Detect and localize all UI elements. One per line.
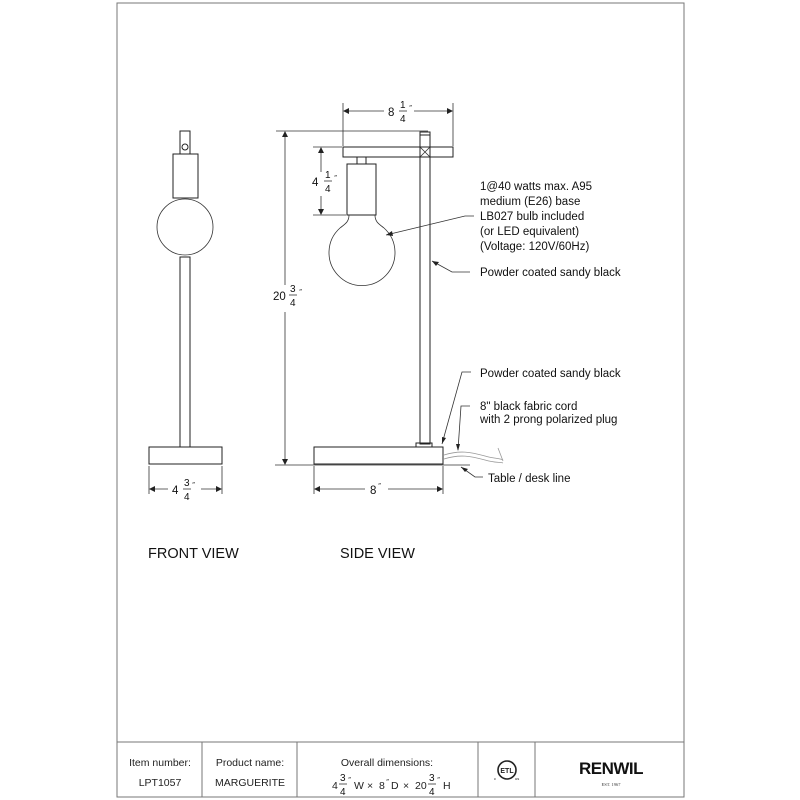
side-socket-neck <box>356 156 367 165</box>
svg-text:3: 3 <box>340 773 346 784</box>
svg-text:4: 4 <box>429 787 435 798</box>
side-view-drawing: 8 1 4 ″ 20 3 4 ″ 4 1 4 ″ <box>273 100 504 497</box>
svg-text:″: ″ <box>192 482 195 489</box>
cord-note-2: with 2 prong polarized plug <box>479 414 617 426</box>
bulb-note-3: LB027 bulb included <box>480 211 584 223</box>
front-width-num: 3 <box>184 478 190 489</box>
brand-name: RENWIL <box>579 759 643 778</box>
base-depth: 8 <box>370 485 376 497</box>
svg-text:3: 3 <box>429 773 435 784</box>
svg-text:″: ″ <box>378 483 381 490</box>
page-border <box>116 2 685 798</box>
table-line-note: Table / desk line <box>488 473 570 485</box>
base-finish-note: Powder coated sandy black <box>480 368 621 380</box>
svg-text:20: 20 <box>415 780 427 792</box>
arm-width-num: 1 <box>400 100 406 111</box>
front-base <box>148 446 223 465</box>
arm-width-den: 4 <box>400 114 406 125</box>
svg-text:″: ″ <box>409 105 412 112</box>
overall-dimensions-label: Overall dimensions: <box>341 757 433 769</box>
svg-text:us: us <box>515 776 519 781</box>
front-socket <box>172 153 199 199</box>
svg-text:″: ″ <box>299 289 302 296</box>
bulb-note-5: (Voltage: 120V/60Hz) <box>480 241 589 253</box>
svg-text:″: ″ <box>334 175 337 182</box>
svg-text:4: 4 <box>340 787 346 798</box>
etl-certification-logo: ETL c us <box>494 760 519 781</box>
item-number-value: LPT1057 <box>139 777 182 789</box>
title-block: Item number: LPT1057 Product name: MARGU… <box>117 741 684 798</box>
svg-text:×: × <box>403 780 409 792</box>
front-view-drawing: 4 3 4 ″ <box>148 130 223 503</box>
svg-text:″: ″ <box>386 779 389 786</box>
side-arm <box>342 146 454 158</box>
product-name-value: MARGUERITE <box>215 777 285 789</box>
height-whole: 20 <box>273 291 286 303</box>
side-base <box>313 446 444 465</box>
overall-dimensions-value: 4 3 4 ″ W × 8 ″ D × 20 3 4 ″ H <box>332 773 451 798</box>
svg-text:D: D <box>391 780 399 792</box>
socket-dim-whole: 4 <box>312 177 319 189</box>
side-cord <box>443 451 504 464</box>
cord-note-1: 8" black fabric cord <box>480 401 577 413</box>
arm-width-whole: 8 <box>388 107 394 119</box>
callouts: 1@40 watts max. A95 medium (E26) base LB… <box>385 181 621 485</box>
bulb-note-4: (or LED equivalent) <box>480 226 579 238</box>
svg-text:8: 8 <box>379 780 385 792</box>
front-cap <box>179 130 191 155</box>
product-name-label: Product name: <box>216 757 284 769</box>
arm-finish-note: Powder coated sandy black <box>480 267 621 279</box>
height-den: 4 <box>290 298 296 309</box>
svg-text:H: H <box>443 780 451 792</box>
side-view-label: SIDE VIEW <box>340 546 415 562</box>
socket-dim-num: 1 <box>325 170 331 181</box>
bulb-note-1: 1@40 watts max. A95 <box>480 181 592 193</box>
svg-text:″: ″ <box>437 777 440 784</box>
front-width-whole: 4 <box>172 485 179 497</box>
side-socket <box>346 163 377 216</box>
side-post <box>419 131 431 445</box>
bulb-note-2: medium (E26) base <box>480 196 580 208</box>
svg-text:″: ″ <box>348 777 351 784</box>
front-view-label: FRONT VIEW <box>148 546 239 562</box>
front-pivot <box>181 143 189 151</box>
side-bulb <box>328 214 396 286</box>
renwil-logo: RENWIL EST. 1967 <box>579 759 644 787</box>
front-stem <box>179 256 191 448</box>
height-num: 3 <box>290 284 296 295</box>
svg-text:c: c <box>494 776 496 781</box>
item-number-label: Item number: <box>129 757 191 769</box>
socket-dim-den: 4 <box>325 184 331 195</box>
brand-established: EST. 1967 <box>602 782 622 787</box>
svg-text:W: W <box>354 780 364 792</box>
front-width-den: 4 <box>184 492 190 503</box>
svg-text:4: 4 <box>332 780 338 792</box>
svg-text:×: × <box>367 780 373 792</box>
svg-text:ETL: ETL <box>500 768 514 775</box>
front-bulb <box>156 198 214 256</box>
